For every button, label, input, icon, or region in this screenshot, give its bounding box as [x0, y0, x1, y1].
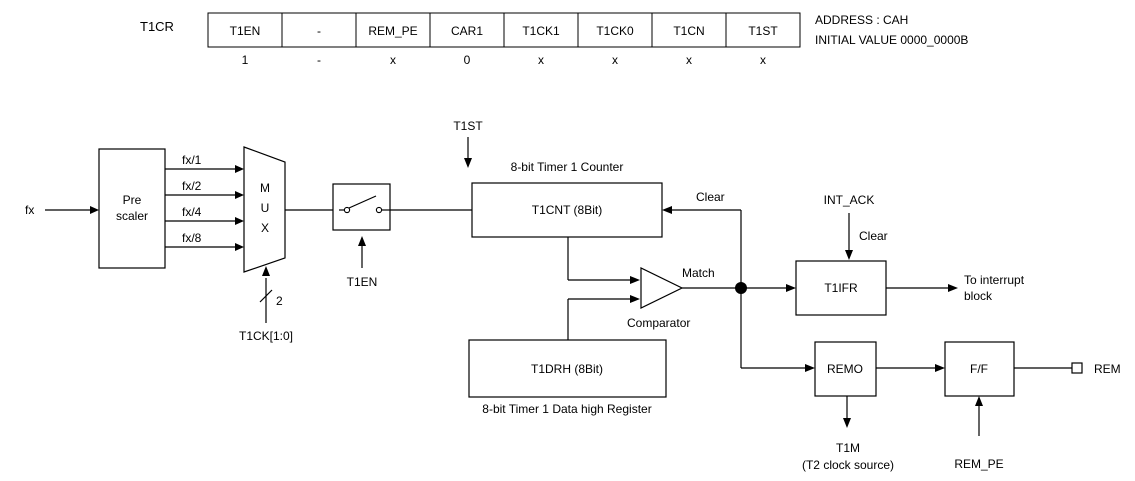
fx2-label: fx/2	[182, 179, 202, 193]
t1ifr-box	[795, 260, 887, 316]
t1drh-label: T1DRH (8Bit)	[531, 362, 603, 376]
comparator-block: Comparator Match	[567, 237, 747, 340]
t1cnt-box	[471, 182, 663, 238]
remote-output-block: REMO T1M (T2 clock source) F/F REM_PE RE…	[740, 288, 1121, 472]
register-bit-3: CAR1	[451, 24, 483, 38]
prescaler-box	[98, 148, 166, 269]
to-interrupt-label-line2: block	[964, 289, 993, 303]
register-bit-6: T1CN	[673, 24, 704, 38]
register-init-3: 0	[464, 53, 471, 67]
clear-label-flag: Clear	[859, 229, 888, 243]
data-register-caption: 8-bit Timer 1 Data high Register	[482, 402, 651, 416]
register-init-2: x	[390, 53, 396, 67]
t1m-label: T1M	[836, 441, 860, 455]
int-ack-arrowhead	[845, 250, 853, 260]
clear-feedback: Clear	[662, 190, 742, 288]
comparator-triangle	[640, 267, 684, 309]
register-init-4: x	[538, 53, 544, 67]
register-init-6: x	[686, 53, 692, 67]
register-bit-0: T1EN	[230, 24, 261, 38]
remo-label: REMO	[827, 362, 863, 376]
rem-label: REM	[1094, 362, 1121, 376]
fx-arrowhead	[90, 206, 99, 214]
switch-lever	[348, 195, 377, 209]
register-initial-values: 1 - x 0 x x x x	[242, 53, 766, 67]
comparator-input-b-arrowhead	[630, 295, 640, 303]
comparator-label: Comparator	[627, 316, 690, 330]
t1cnt-label: T1CNT (8Bit)	[532, 203, 602, 217]
interrupt-output-arrowhead	[948, 284, 958, 292]
rem-pe-arrowhead	[975, 396, 983, 406]
fx8-label: fx/8	[182, 231, 202, 245]
register-bit-1: -	[317, 24, 321, 38]
t1m-arrowhead	[843, 418, 851, 428]
fx-input: fx	[25, 203, 99, 217]
remo-input-arrowhead	[805, 364, 815, 372]
ff-input-arrowhead	[935, 364, 945, 372]
register-name: T1CR	[140, 19, 174, 34]
t1drh-box	[468, 339, 667, 398]
mux-block: M U X 2 T1CK[1:0]	[239, 146, 293, 343]
register-bit-5: T1CK0	[596, 24, 634, 38]
t1st-arrowhead	[464, 158, 472, 168]
prescaler-label-line2: scaler	[116, 209, 148, 223]
match-label: Match	[682, 266, 715, 280]
to-interrupt-label-line1: To interrupt	[964, 273, 1025, 287]
register-init-5: x	[612, 53, 618, 67]
t1ifr-input-arrowhead	[786, 284, 796, 292]
register-bit-4: T1CK1	[522, 24, 560, 38]
bus-width-label: 2	[276, 294, 283, 308]
fx2-arrowhead	[235, 191, 244, 199]
prescaler-label-line1: Pre	[123, 193, 142, 207]
fx4-label: fx/4	[182, 205, 202, 219]
register-init-0: 1	[242, 53, 249, 67]
t1st-input: T1ST	[453, 119, 483, 168]
interrupt-flag-block: INT_ACK Clear T1IFR To interrupt block	[741, 193, 1025, 316]
switch-contact-right	[375, 206, 383, 214]
ff-label: F/F	[970, 362, 988, 376]
clear-arrowhead	[662, 206, 672, 214]
rem-pin	[1071, 362, 1083, 374]
register-table: T1CR T1EN - REM_PE CAR1 T1CK1 T1CK0 T1CN T1ST 1…	[140, 12, 968, 67]
rem-pe-label: REM_PE	[954, 457, 1003, 471]
mux-select-arrowhead	[262, 266, 270, 276]
t1ifr-label: T1IFR	[824, 281, 858, 295]
counter-block: 8-bit Timer 1 Counter T1CNT (8Bit)	[471, 160, 663, 238]
bus-width-slash	[259, 289, 273, 303]
fx-label: fx	[25, 203, 34, 217]
fx8-arrowhead	[235, 243, 244, 251]
comparator-input-a-arrowhead	[630, 276, 640, 284]
clock-division-lines: fx/1 fx/2 fx/4 fx/8	[165, 153, 244, 251]
counter-caption: 8-bit Timer 1 Counter	[511, 160, 624, 174]
mux-shape	[243, 146, 286, 273]
enable-switch: T1EN	[285, 183, 472, 289]
mux-letter-x: X	[261, 221, 269, 235]
fx1-label: fx/1	[182, 153, 202, 167]
t1ck-label: T1CK[1:0]	[239, 329, 293, 343]
t1en-label: T1EN	[347, 275, 378, 289]
prescaler-block: Pre scaler	[98, 148, 166, 269]
ff-box	[944, 341, 1015, 397]
switch-contact-left	[343, 206, 351, 214]
fx4-arrowhead	[235, 217, 244, 225]
register-init-7: x	[760, 53, 766, 67]
register-initial-value: INITIAL VALUE 0000_0000B	[815, 33, 968, 47]
register-address: ADDRESS : CAH	[815, 13, 908, 27]
register-cells: T1EN - REM_PE CAR1 T1CK1 T1CK0 T1CN T1ST	[230, 13, 778, 47]
int-ack-label: INT_ACK	[824, 193, 875, 207]
mux-letter-u: U	[261, 201, 270, 215]
mux-letter-m: M	[260, 181, 270, 195]
remo-box	[814, 341, 877, 397]
switch-box	[332, 183, 391, 231]
register-bit-2: REM_PE	[368, 24, 417, 38]
data-register-block: T1DRH (8Bit) 8-bit Timer 1 Data high Reg…	[468, 339, 667, 416]
fx1-arrowhead	[235, 165, 244, 173]
t1st-label: T1ST	[453, 119, 483, 133]
t1m-sublabel: (T2 clock source)	[802, 458, 894, 472]
t1en-arrowhead	[358, 236, 366, 246]
register-init-1: -	[317, 53, 321, 67]
clear-label-counter: Clear	[696, 190, 725, 204]
register-bit-7: T1ST	[748, 24, 778, 38]
